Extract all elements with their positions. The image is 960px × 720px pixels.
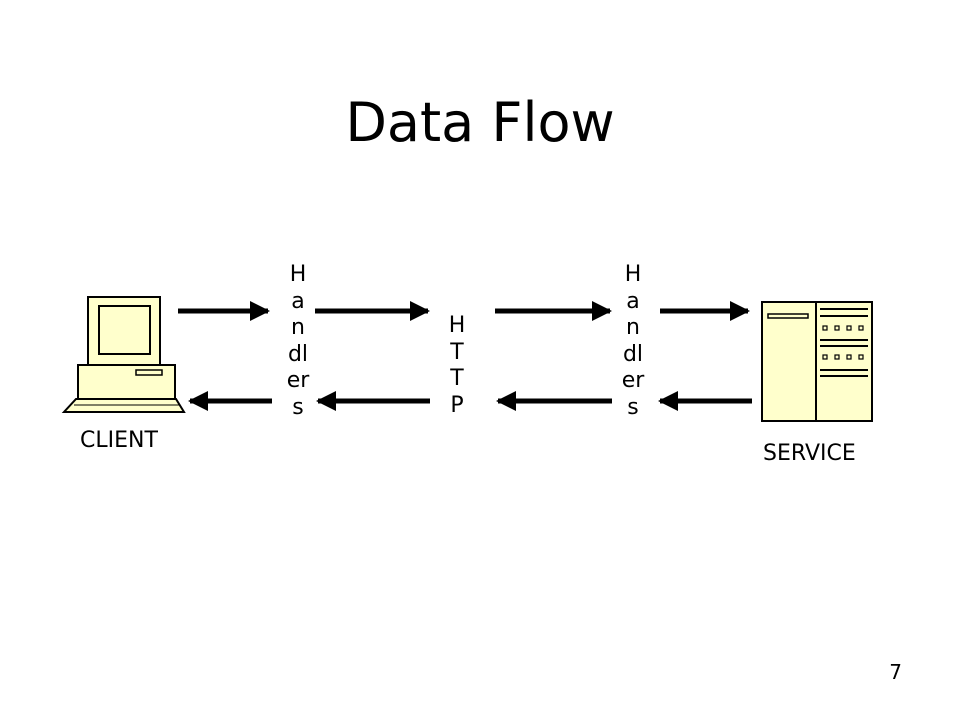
left-handlers-label: Handlers — [286, 262, 310, 420]
right-handlers-label: Handlers — [621, 262, 645, 420]
http-label: HTTP — [448, 313, 466, 418]
service-label: SERVICE — [763, 441, 856, 466]
client-computer-icon — [61, 296, 186, 413]
client-label: CLIENT — [80, 428, 158, 453]
page-number: 7 — [889, 660, 902, 684]
service-server-icon — [761, 301, 873, 422]
slide-title: Data Flow — [345, 91, 615, 154]
